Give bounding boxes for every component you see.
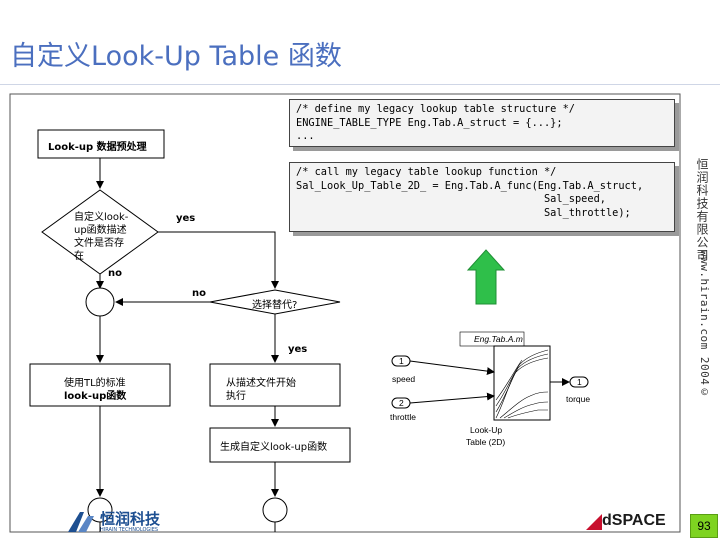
code-define-text: /* define my legacy lookup table structu… <box>296 103 575 142</box>
code-call-text: /* call my legacy table lookup function … <box>296 166 644 219</box>
decision2-label: 选择替代? <box>252 300 298 311</box>
dspace-logo-mark <box>586 514 602 530</box>
inport-2-number: 2 <box>399 398 404 408</box>
standard-lookup-box <box>29 363 171 407</box>
yes1-label: yes <box>176 213 196 224</box>
end-circle-right <box>262 497 288 523</box>
no2-label: no <box>192 288 206 299</box>
generate-label: 生成自定义look-up函数 <box>220 442 328 453</box>
dspace-logo: dSPACE <box>586 512 672 534</box>
lookup-block-header <box>459 331 525 347</box>
hirain-logo-text: 恒润科技 <box>100 510 161 528</box>
decision1-line4: 在 <box>74 251 84 262</box>
lookup-block-title: Eng.Tab.A.m <box>474 334 523 344</box>
outport-1 <box>569 376 589 388</box>
from-file-box <box>209 363 341 407</box>
merge-circle-left <box>85 287 115 317</box>
generate-box <box>209 427 351 463</box>
lookup-caption-line1: Look-Up <box>470 425 503 435</box>
company-name-vertical: 恒润科技有限公司 <box>695 158 709 262</box>
hirain-logo-subtext: HIRAIN TECHNOLOGIES <box>100 527 159 533</box>
no1-label: no <box>108 268 122 279</box>
diagram-frame <box>9 93 681 533</box>
green-up-arrow <box>466 249 506 305</box>
title-divider <box>0 84 720 85</box>
inport-1-label: speed <box>392 374 416 384</box>
code-block-define: /* define my legacy lookup table structu… <box>289 99 675 147</box>
preprocess-box <box>37 129 165 159</box>
page-number: 93 <box>697 519 711 533</box>
hirain-logo-mark <box>68 512 94 532</box>
hirain-logo: 恒润科技 HIRAIN TECHNOLOGIES <box>66 508 184 536</box>
page-number-badge: 93 <box>690 514 718 538</box>
decision1-line2: up函数描述 <box>74 225 127 236</box>
inport-1-number: 1 <box>399 356 404 366</box>
yes2-label: yes <box>288 344 308 355</box>
preprocess-label: Look-up 数据预处理 <box>48 142 147 153</box>
inport-2-label: throttle <box>390 412 416 422</box>
decision1-line1: 自定义look- <box>74 212 129 223</box>
lookup-caption-line2: Table (2D) <box>466 437 506 447</box>
dspace-logo-text: dSPACE <box>602 512 666 529</box>
slide-title: 自定义Look-Up Table 函数 <box>10 41 342 72</box>
from-file-line2: 执行 <box>226 391 246 402</box>
standard-line2: look-up函数 <box>64 391 127 402</box>
decision1-line3: 文件是否存 <box>74 238 124 249</box>
standard-line1: 使用TL的标准 <box>64 378 126 389</box>
from-file-line1: 从描述文件开始 <box>226 378 296 389</box>
lookup-surface-plot <box>495 349 549 419</box>
website-vertical: www.hirain.com 2004© <box>698 250 711 399</box>
outport-label: torque <box>566 394 591 404</box>
code-block-call: /* call my legacy table lookup function … <box>289 162 675 232</box>
lookup-table-block <box>493 345 551 421</box>
outport-number: 1 <box>577 377 582 387</box>
